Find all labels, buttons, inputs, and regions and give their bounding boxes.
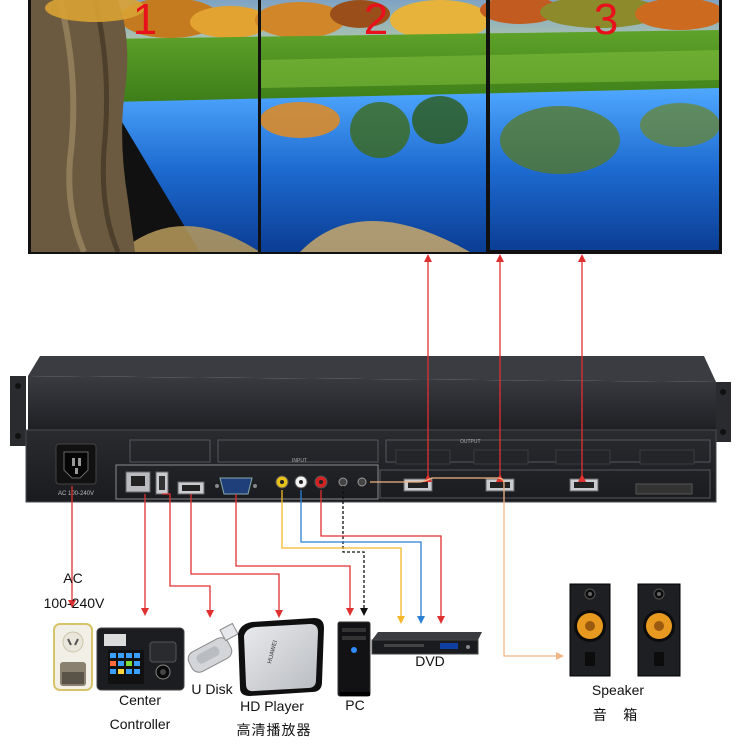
rca-white-to-dvd [300, 490, 425, 624]
center-controller-label-line2: Controller [109, 716, 171, 732]
screen-number-3: 3 [594, 0, 618, 44]
audio-in-jack [338, 477, 348, 487]
u-disk-device [187, 622, 239, 673]
screen-seam [258, 0, 261, 252]
vga-to-pc [235, 494, 354, 616]
hd-player-label-cn: 高清播放器 [236, 723, 312, 739]
screen-number-2: 2 [364, 0, 388, 44]
connection-lines [68, 254, 586, 660]
video-wall: 1 2 3 [28, 0, 722, 254]
rack-ear-left [10, 376, 26, 446]
screen-number-1: 1 [133, 0, 157, 44]
screen-seam [486, 0, 490, 254]
u-disk-label: U Disk [191, 681, 233, 697]
hdmi-in-to-hd-player [190, 494, 283, 618]
hd-player-device: HUAWEI [238, 618, 324, 696]
center-controller-label-line1: Center [118, 692, 162, 708]
audio-out-to-speaker [370, 477, 564, 660]
speaker-label: Speaker [591, 682, 645, 698]
video-wall-controller: OUTPUT INPUT AC 100-240V [10, 356, 731, 503]
rca-red-to-dvd [320, 490, 445, 624]
output-port-group [379, 469, 711, 499]
dvd-player-device [371, 632, 482, 655]
pc-label: PC [345, 697, 365, 713]
speaker-left [569, 583, 611, 677]
ac-label-line1: AC [63, 570, 83, 586]
power-label: AC 100-240V [58, 491, 94, 497]
rca-yellow-to-dvd [281, 490, 405, 624]
output-group-label: OUTPUT [460, 439, 481, 445]
audio-out-jack [357, 477, 367, 487]
chassis-top [28, 356, 716, 382]
center-controller-device [96, 627, 185, 691]
usb-to-u-disk [162, 493, 214, 618]
speaker-label-cn: 音 箱 [592, 708, 644, 724]
pc-tower-device [337, 621, 371, 697]
speaker-right [637, 583, 681, 677]
vga-input-port [219, 477, 253, 495]
rack-ear-right [715, 382, 731, 442]
input-group-label: INPUT [292, 458, 307, 464]
landscape-image [31, 0, 719, 252]
dvd-label: DVD [415, 653, 445, 669]
ac-wall-socket [53, 623, 93, 691]
hd-player-label: HD Player [240, 698, 304, 714]
audio-in-to-pc [342, 486, 368, 616]
ac-label-line2: 100-240V [43, 595, 105, 611]
chassis-body [28, 376, 716, 430]
